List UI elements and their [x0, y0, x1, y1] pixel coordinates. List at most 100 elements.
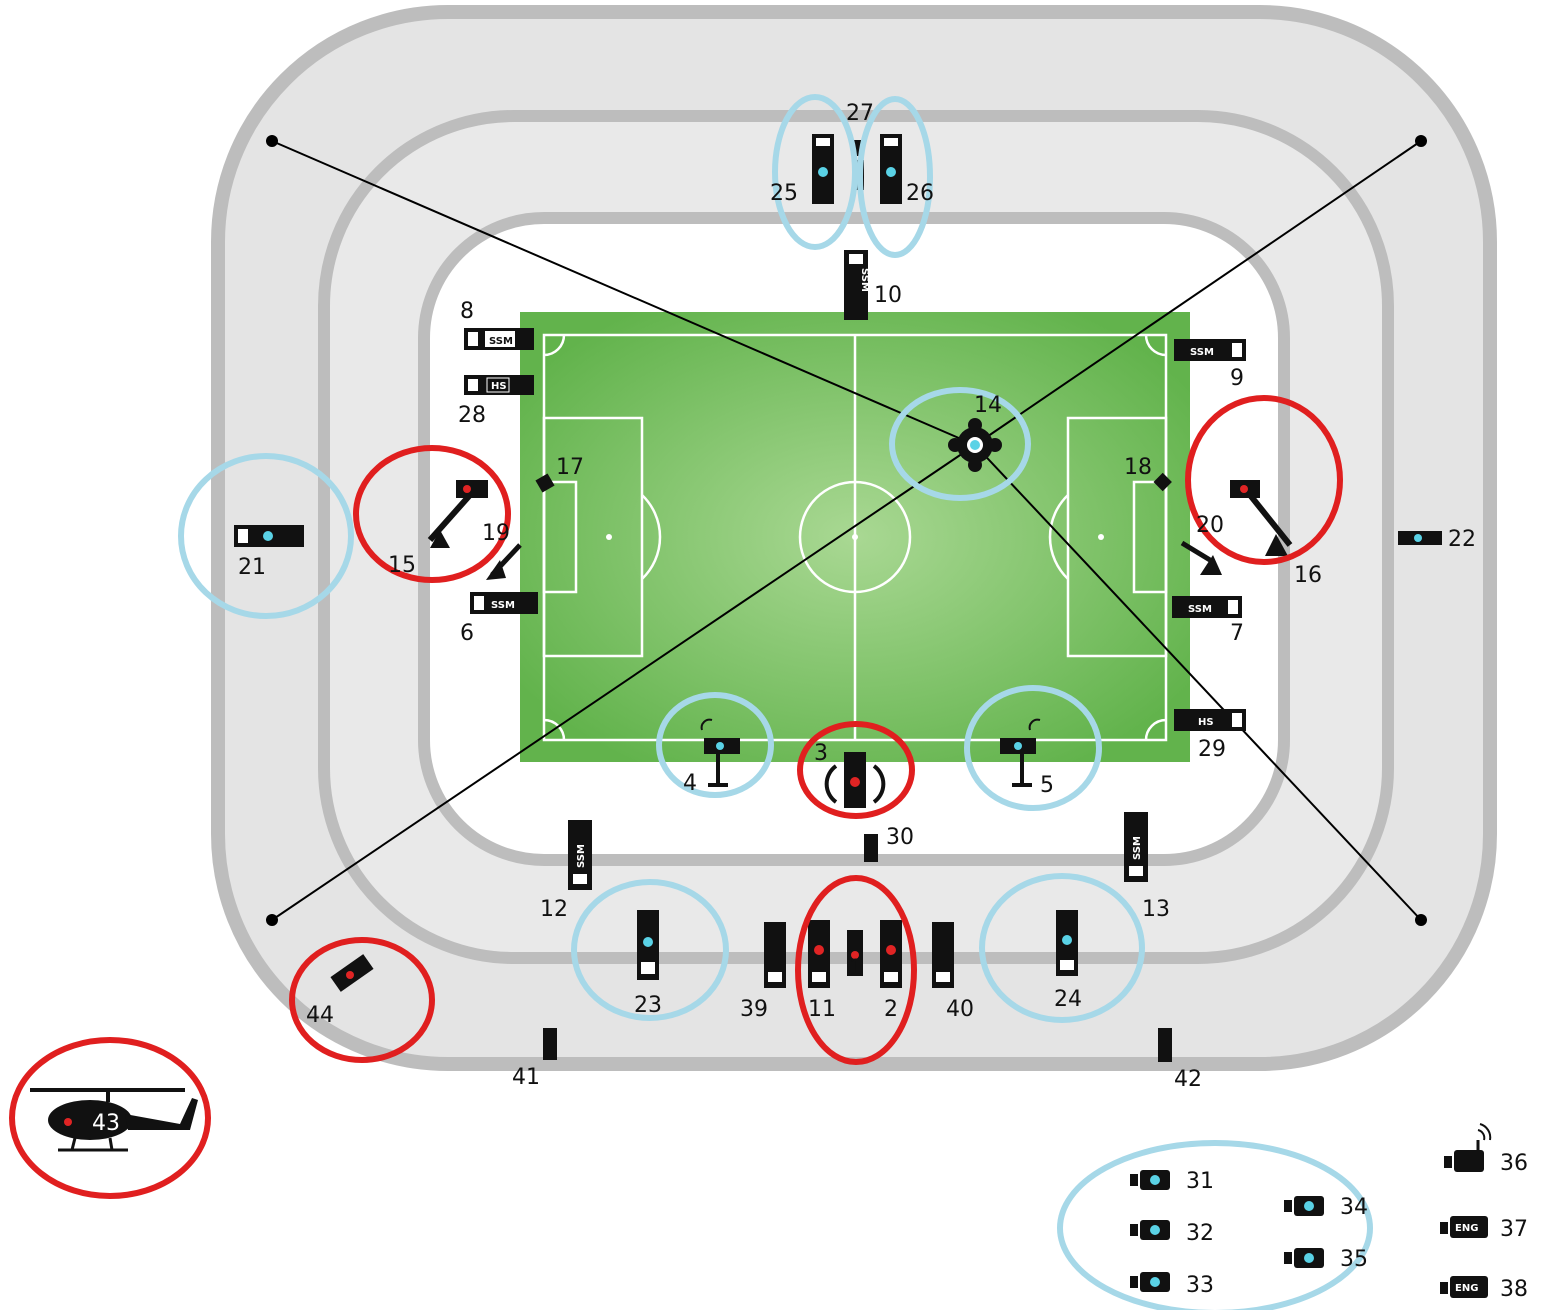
- camera-1: [847, 930, 863, 976]
- label-26: 26: [906, 181, 934, 206]
- camera-39: [764, 922, 786, 988]
- cable-anchor-points: [266, 135, 1427, 926]
- camera-23: [637, 910, 659, 980]
- camera-11: [808, 920, 830, 988]
- label-20: 20: [1196, 513, 1224, 538]
- label-5: 5: [1040, 773, 1054, 798]
- camera-13-tag: SSM: [1132, 836, 1143, 860]
- camera-41: [543, 1028, 557, 1060]
- camera-33: [1130, 1272, 1170, 1292]
- label-32: 32: [1186, 1221, 1214, 1246]
- camera-10-tag: SSM: [859, 268, 870, 292]
- crane-camera-15: [427, 480, 488, 548]
- label-6: 6: [460, 621, 474, 646]
- camera-22: [1398, 531, 1442, 545]
- camera-25: [812, 134, 834, 204]
- label-15: 15: [388, 553, 416, 578]
- camera-13-ssm: SSM: [1124, 812, 1148, 882]
- label-35: 35: [1340, 1247, 1368, 1272]
- camera-19: [486, 543, 522, 580]
- highlight-legend: [1057, 1140, 1373, 1310]
- camera-28-hs: HS: [464, 375, 534, 395]
- highlight-4: [656, 692, 774, 798]
- label-3: 3: [814, 741, 828, 766]
- label-42: 42: [1174, 1067, 1202, 1092]
- camera-12-ssm: SSM: [568, 820, 592, 890]
- label-33: 33: [1186, 1273, 1214, 1298]
- camera-number-labels: 1 2 3 4 5 6 7 8 9 10 11 12 13 14 15 16 1…: [92, 101, 1528, 1302]
- label-24: 24: [1054, 987, 1082, 1012]
- camera-40: [932, 922, 954, 988]
- label-40: 40: [946, 997, 974, 1022]
- label-19: 19: [482, 521, 510, 546]
- blue-highlights: [178, 94, 1373, 1310]
- highlight-23: [571, 879, 729, 1021]
- camera-6-ssm: SSM: [470, 592, 538, 614]
- highlight-44: [289, 937, 435, 1063]
- highlight-15: [353, 445, 511, 583]
- helicopter-43: [30, 1088, 198, 1152]
- label-8: 8: [460, 299, 474, 324]
- camera-2: [880, 920, 902, 988]
- label-37: 37: [1500, 1217, 1528, 1242]
- label-41: 41: [512, 1065, 540, 1090]
- label-38: 38: [1500, 1277, 1528, 1302]
- spidercam-14: [948, 418, 1002, 472]
- label-14: 14: [974, 393, 1002, 418]
- steadicam-3: [824, 752, 886, 808]
- wireless-camera-5: [1000, 718, 1041, 787]
- label-31: 31: [1186, 1169, 1214, 1194]
- camera-28-tag: HS: [491, 381, 507, 392]
- label-21: 21: [238, 555, 266, 580]
- highlight-14: [889, 387, 1031, 501]
- label-11: 11: [808, 997, 836, 1022]
- label-18: 18: [1124, 455, 1152, 480]
- highlight-26: [857, 96, 933, 258]
- highlight-16: [1185, 395, 1343, 565]
- camera-9-tag: SSM: [1190, 347, 1214, 358]
- camera-21: [234, 525, 304, 547]
- wireless-camera-4: [700, 718, 740, 787]
- label-27: 27: [846, 101, 874, 126]
- camera-29-tag: HS: [1198, 717, 1214, 728]
- label-9: 9: [1230, 366, 1244, 391]
- camera-37-eng: ENG: [1440, 1216, 1488, 1238]
- camera-34: [1284, 1196, 1324, 1216]
- highlight-cluster-11-1-2: [795, 875, 917, 1065]
- camera-30: [864, 834, 878, 862]
- label-10: 10: [874, 283, 902, 308]
- camera-17: [535, 473, 555, 493]
- label-2: 2: [884, 997, 898, 1022]
- spidercam-cables: [271, 140, 1422, 921]
- camera-44: [330, 954, 374, 992]
- camera-9-ssm: SSM: [1174, 339, 1246, 361]
- label-12: 12: [540, 897, 568, 922]
- crane-camera-16: [1230, 480, 1293, 556]
- label-17: 17: [556, 455, 584, 480]
- camera-26: [880, 134, 902, 204]
- label-22: 22: [1448, 527, 1476, 552]
- camera-7-tag: SSM: [1188, 604, 1212, 615]
- camera-6-tag: SSM: [491, 600, 515, 611]
- camera-20: [1180, 540, 1222, 575]
- label-36: 36: [1500, 1151, 1528, 1176]
- camera-24: [1056, 910, 1078, 976]
- camera-12-tag: SSM: [576, 844, 587, 868]
- label-34: 34: [1340, 1195, 1368, 1220]
- label-43: 43: [92, 1111, 120, 1136]
- label-29: 29: [1198, 737, 1226, 762]
- pitch: [520, 312, 1190, 762]
- label-25: 25: [770, 181, 798, 206]
- camera-38-eng: ENG: [1440, 1276, 1488, 1298]
- highlight-25: [772, 94, 858, 250]
- label-44: 44: [306, 1003, 334, 1028]
- camera-31: [1130, 1170, 1170, 1190]
- label-7: 7: [1230, 621, 1244, 646]
- camera-8-tag: SSM: [489, 336, 513, 347]
- label-28: 28: [458, 403, 486, 428]
- camera-10-ssm: SSM: [844, 250, 870, 320]
- label-1: 1: [849, 956, 863, 981]
- label-4: 4: [683, 771, 697, 796]
- camera-32: [1130, 1220, 1170, 1240]
